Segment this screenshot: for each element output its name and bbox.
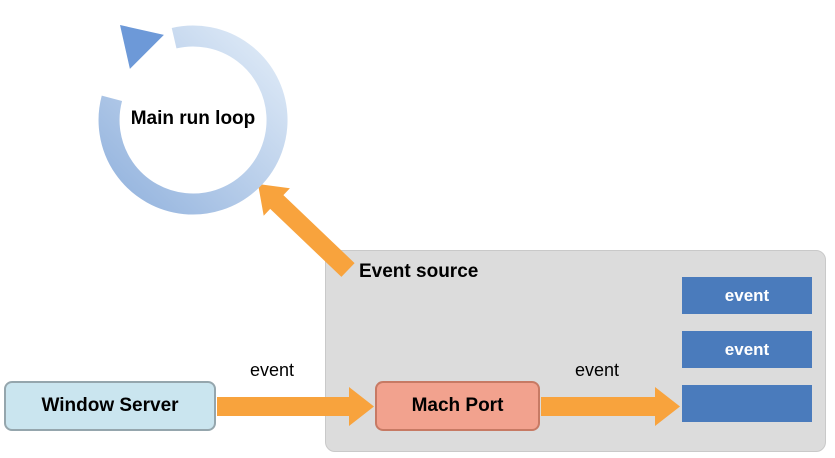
mach-port-to-queue-arrow (541, 387, 680, 426)
window-server-label: Window Server (41, 395, 179, 416)
main-run-loop-label: Main run loop (130, 108, 256, 129)
event-queue-item-3 (682, 385, 812, 422)
event-queue-item-label: event (724, 285, 770, 305)
event-queue-item-2: event (682, 331, 812, 368)
run-loop-arrowhead-icon (120, 25, 164, 69)
run-loop-cycle-icon (98, 25, 288, 215)
mach-port-node: Mach Port (375, 381, 540, 431)
event-source-label: Event source (359, 261, 479, 282)
event-arrow-label-window-server: event (249, 360, 295, 380)
event-queue-item-label: event (724, 339, 770, 359)
event-source-to-run-loop-arrow (258, 184, 355, 277)
mach-port-label: Mach Port (411, 395, 504, 416)
event-queue-item-1: event (682, 277, 812, 314)
window-server-to-mach-port-arrow (217, 387, 374, 426)
window-server-node: Window Server (4, 381, 216, 431)
event-arrow-label-mach-port: event (574, 360, 620, 380)
